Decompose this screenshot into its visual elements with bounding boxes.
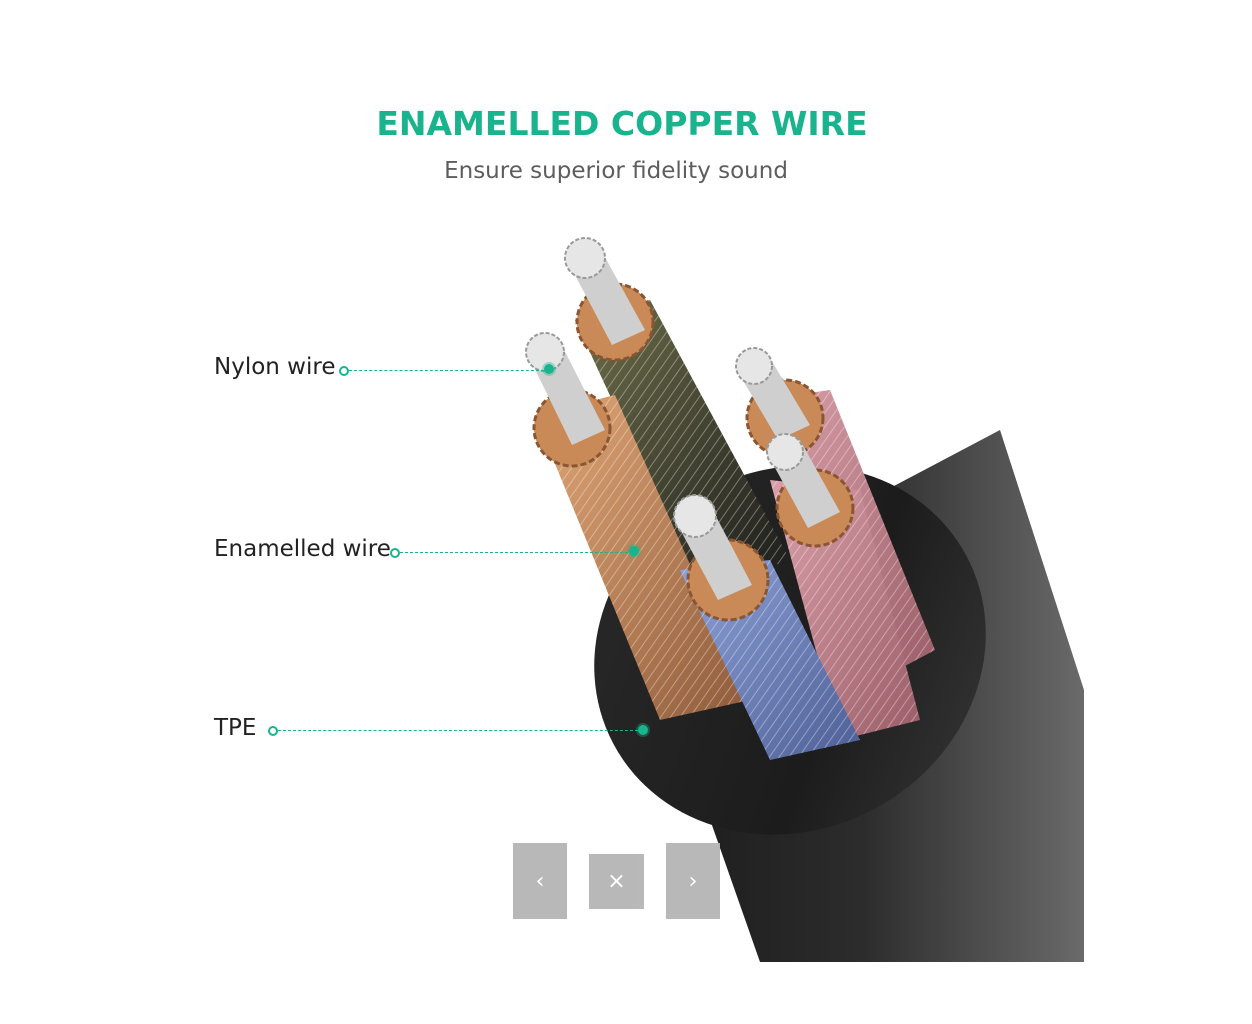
chevron-left-icon: ‹ [535, 868, 545, 894]
callout-target-dot [638, 725, 648, 735]
callout-leader-line [400, 552, 628, 553]
callout-label-nylon-wire: Nylon wire [214, 354, 336, 380]
callout-anchor-dot [339, 366, 349, 376]
close-icon: × [607, 869, 626, 894]
page-subtitle: Ensure superior fidelity sound [444, 158, 788, 184]
callout-anchor-dot [268, 726, 278, 736]
page-title: ENAMELLED COPPER WIRE [376, 104, 868, 143]
next-button[interactable]: › [666, 843, 720, 919]
callout-label-enamelled-wire: Enamelled wire [214, 536, 391, 562]
callout-target-dot [629, 546, 639, 556]
callout-leader-line [349, 370, 544, 371]
close-button[interactable]: × [589, 854, 644, 909]
callout-anchor-dot [390, 548, 400, 558]
chevron-right-icon: › [688, 868, 698, 894]
callout-label-tpe: TPE [214, 715, 257, 741]
previous-button[interactable]: ‹ [513, 843, 567, 919]
callout-leader-line [278, 730, 638, 731]
callout-target-dot [544, 364, 554, 374]
